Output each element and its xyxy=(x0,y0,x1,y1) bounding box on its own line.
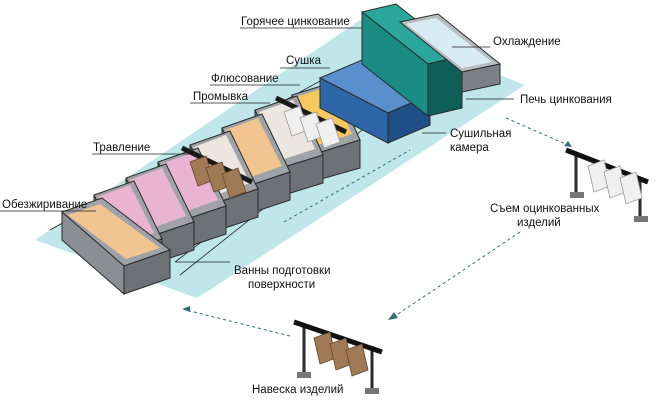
bath-degreasing-1 xyxy=(61,197,172,296)
label-unloading-line1: Съем оцинкованных xyxy=(490,203,600,215)
rack-over-pickling xyxy=(180,145,254,199)
label-drying: Сушка xyxy=(286,55,322,67)
label-degreasing: Обезжиривание xyxy=(2,199,87,211)
label-unloading-line2: изделий xyxy=(517,217,561,229)
label-prep-baths-line2: поверхности xyxy=(248,279,315,291)
hanging-station xyxy=(293,319,383,394)
label-cooling: Охлаждение xyxy=(493,36,561,48)
label-hot-dip: Горячее цинкование xyxy=(241,16,350,28)
label-rinsing: Промывка xyxy=(193,91,249,103)
label-hanging: Навеска изделий xyxy=(252,384,343,396)
label-dryer-line2: камера xyxy=(450,142,489,154)
rack-over-rinse xyxy=(274,95,348,149)
flow-arrows xyxy=(182,117,572,337)
zinc-furnace xyxy=(360,3,464,118)
label-pickling: Травление xyxy=(93,142,150,154)
label-zinc-furnace: Печь цинкования xyxy=(520,94,612,106)
cooling-bath xyxy=(398,13,502,93)
label-fluxing: Флюсование xyxy=(211,73,279,85)
unloading-station xyxy=(565,147,649,222)
label-prep-baths-line1: Ванны подготовки xyxy=(234,265,331,277)
label-dryer-line1: Сушильная xyxy=(450,128,511,140)
